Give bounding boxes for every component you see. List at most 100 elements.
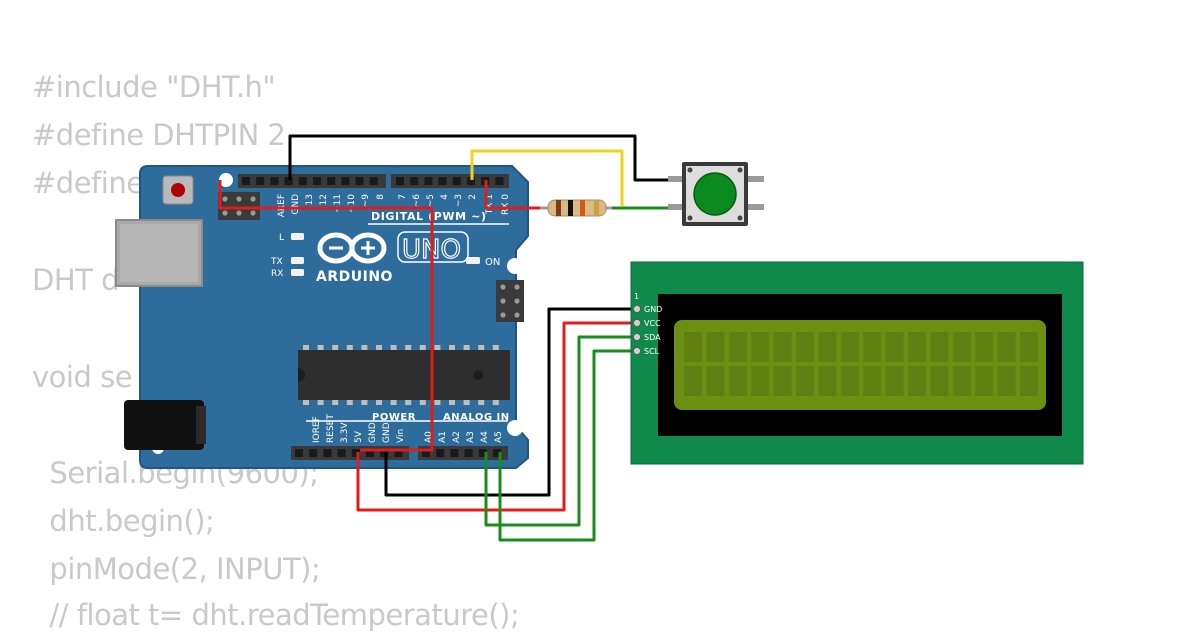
top-pin-label: 2 bbox=[468, 194, 478, 200]
resistor-band bbox=[568, 200, 573, 216]
lcd-cell bbox=[885, 366, 904, 396]
pin-hole[interactable] bbox=[410, 177, 419, 185]
resistor[interactable] bbox=[540, 199, 612, 217]
top-pin-label: ~11 bbox=[333, 194, 343, 213]
lcd-cell bbox=[908, 332, 926, 362]
mounting-hole bbox=[219, 173, 233, 187]
wire-yellow-pin2-button[interactable] bbox=[470, 149, 624, 206]
lcd-cell bbox=[975, 332, 994, 362]
pin-hole[interactable] bbox=[323, 449, 332, 457]
pin-hole[interactable] bbox=[396, 177, 404, 185]
lcd-pin-gnd[interactable]: GND bbox=[632, 304, 662, 314]
digital-header-right bbox=[391, 174, 509, 188]
pin-hole[interactable] bbox=[369, 177, 378, 185]
lcd-cell bbox=[997, 332, 1016, 362]
wire-red-5v-lcd[interactable] bbox=[356, 321, 637, 512]
pin-hole[interactable] bbox=[298, 177, 307, 185]
lcd-cell bbox=[840, 332, 859, 362]
power-label: POWER bbox=[372, 412, 416, 423]
wire-black-gnd-button[interactable] bbox=[288, 134, 684, 182]
bottom-pin-label: GND bbox=[368, 422, 378, 443]
top-pin-label: ~10 bbox=[347, 194, 357, 213]
wire-red-pin2-resistor[interactable] bbox=[484, 180, 548, 210]
power-header bbox=[291, 446, 409, 460]
lcd-cell bbox=[773, 332, 792, 362]
code-line: pinMode(2, INPUT); bbox=[32, 552, 321, 586]
lcd-cell bbox=[706, 366, 725, 396]
bottom-pin-label: A3 bbox=[466, 431, 476, 443]
pin-hole[interactable] bbox=[270, 177, 279, 185]
pin-hole[interactable] bbox=[337, 449, 346, 457]
icsp-header-2 bbox=[496, 280, 524, 322]
wires bbox=[218, 134, 684, 542]
lcd-cell bbox=[773, 366, 792, 396]
pin-hole[interactable] bbox=[327, 177, 336, 185]
button-cap[interactable] bbox=[693, 172, 737, 216]
lcd-pin-label: SDA bbox=[644, 333, 661, 342]
top-pin-label: RX 0 bbox=[501, 194, 511, 215]
pin-hole[interactable] bbox=[313, 177, 321, 185]
lcd-cell bbox=[728, 332, 747, 362]
pin-hole[interactable] bbox=[424, 177, 433, 185]
lcd-cell bbox=[863, 366, 882, 396]
top-pin-label: AREF bbox=[277, 194, 287, 217]
bottom-pin-label: RESET bbox=[326, 414, 336, 443]
lcd-cell bbox=[885, 332, 904, 362]
pin-hole[interactable] bbox=[464, 449, 473, 457]
lcd-cell bbox=[751, 332, 770, 362]
pin-hole[interactable] bbox=[355, 177, 364, 185]
push-button[interactable] bbox=[668, 162, 764, 226]
lcd-pin-scl[interactable]: SCL bbox=[632, 346, 660, 356]
code-line: dht.begin(); bbox=[32, 504, 215, 538]
pin-hole[interactable] bbox=[493, 449, 501, 457]
wire-black-gnd-lcd[interactable] bbox=[384, 307, 637, 497]
pin-hole[interactable] bbox=[467, 177, 475, 185]
top-pin-label: ~3 bbox=[454, 194, 464, 207]
pin-hole[interactable] bbox=[351, 449, 360, 457]
pin-hole[interactable] bbox=[341, 177, 350, 185]
top-pin-label: 12 bbox=[319, 194, 329, 205]
bottom-pin-label: IOREF bbox=[312, 416, 322, 443]
pin-hole[interactable] bbox=[309, 449, 318, 457]
resistor-band bbox=[580, 200, 585, 216]
led-tx bbox=[291, 257, 304, 264]
pin-hole[interactable] bbox=[380, 449, 389, 457]
pin-hole[interactable] bbox=[495, 177, 504, 185]
pin-hole[interactable] bbox=[450, 449, 459, 457]
pin-hole[interactable] bbox=[256, 177, 265, 185]
wire-green-a4-sda[interactable] bbox=[484, 335, 637, 527]
lcd-character-cells bbox=[684, 332, 1038, 396]
led-rx bbox=[291, 269, 304, 276]
lcd-cell bbox=[796, 366, 814, 396]
lcd-pin-sda[interactable]: SDA bbox=[632, 332, 661, 342]
pin-hole[interactable] bbox=[284, 177, 293, 185]
pin-hole[interactable] bbox=[452, 177, 461, 185]
pin-hole[interactable] bbox=[242, 177, 250, 185]
pin-hole[interactable] bbox=[436, 449, 445, 457]
pin-hole[interactable] bbox=[394, 449, 403, 457]
pin-hole[interactable] bbox=[422, 449, 430, 457]
led-label-on: ON bbox=[485, 257, 500, 268]
lcd-cell bbox=[952, 332, 971, 362]
lcd-cell bbox=[818, 332, 837, 362]
lcd-cell bbox=[684, 332, 702, 362]
lcd-display[interactable]: 1 GND VCC SDA SCL bbox=[630, 261, 1084, 465]
pin-hole[interactable] bbox=[438, 177, 447, 185]
led-on bbox=[466, 257, 480, 264]
lcd-cell bbox=[1020, 366, 1038, 396]
pin-hole[interactable] bbox=[478, 449, 487, 457]
lcd-cell bbox=[930, 366, 949, 396]
wire-red-5v-resistor[interactable] bbox=[218, 180, 434, 452]
led-label-l: L bbox=[279, 233, 284, 243]
mounting-hole bbox=[507, 420, 523, 436]
bottom-pin-label: A2 bbox=[452, 431, 462, 443]
pin-hole[interactable] bbox=[366, 449, 374, 457]
lcd-cell bbox=[840, 366, 859, 396]
pin-hole[interactable] bbox=[295, 449, 303, 457]
wire-green-a5-scl[interactable] bbox=[498, 349, 637, 542]
lcd-pin-vcc[interactable]: VCC bbox=[632, 318, 661, 328]
